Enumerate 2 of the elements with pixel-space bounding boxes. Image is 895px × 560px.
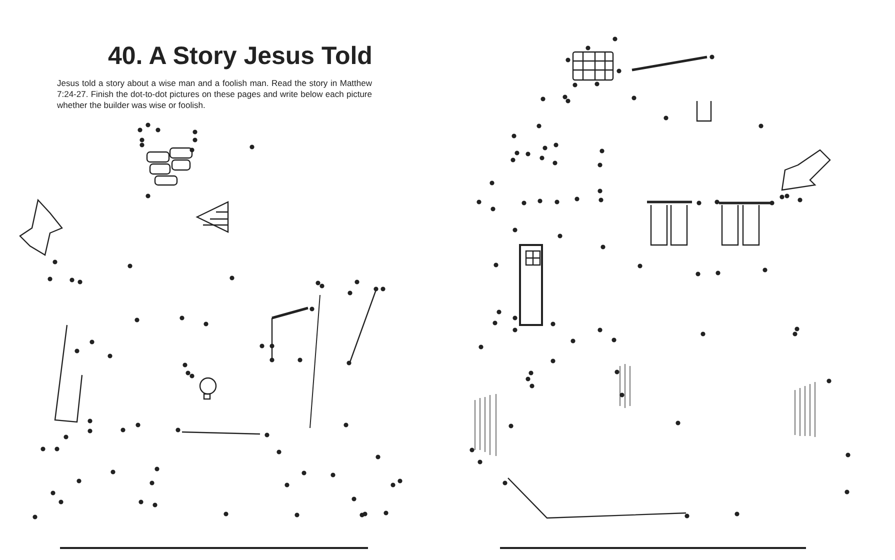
page-title: 40. A Story Jesus Told bbox=[108, 42, 372, 71]
instructions-text: Jesus told a story about a wise man and a foolish man. Read the story in Matthew 7:24-27. Finish the dot-to-dot pictures on these pages and write below each picture whether the builder was wise or foolish. bbox=[57, 78, 372, 111]
